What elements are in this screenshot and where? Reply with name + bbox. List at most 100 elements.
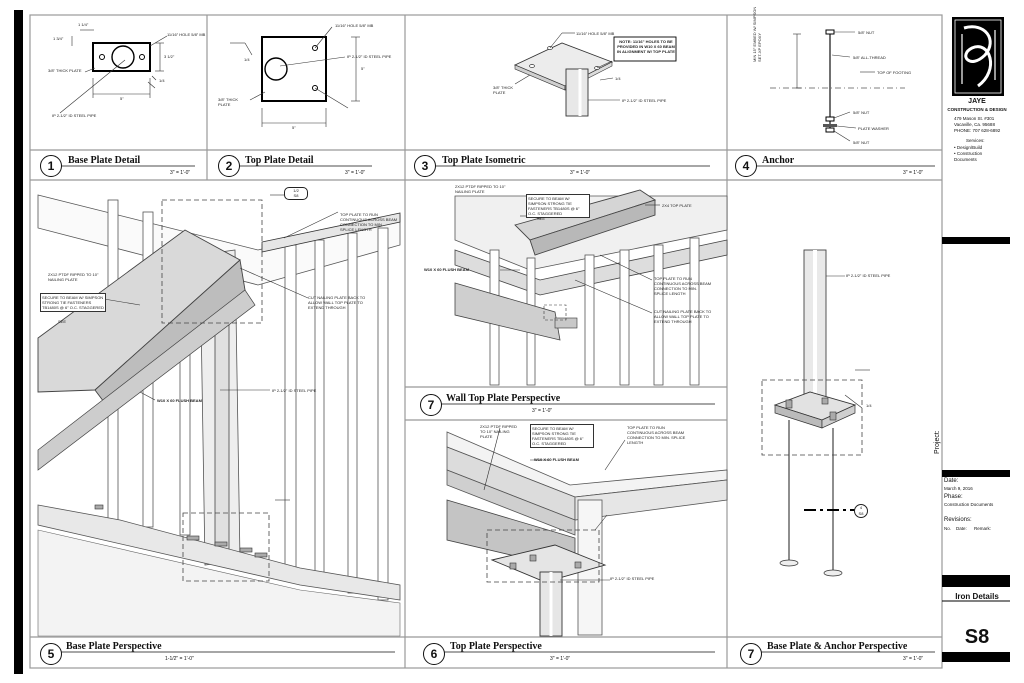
service-item-2: • Construction Documents (954, 151, 983, 162)
service-item-1: • Design/Build (954, 145, 983, 150)
d2-dim-right: 5" (361, 66, 365, 71)
d4-thread: 5/8" ALL-THREAD (853, 55, 886, 60)
d2-pipe-note: IP 2-1/2" ID STEEL PIPE (347, 54, 392, 59)
firm-address-1: 479 Mason St. #301 (954, 116, 995, 121)
service-label: Construction Documents (954, 151, 983, 162)
detail-title-1: Base Plate Detail (68, 155, 141, 166)
detail-number-4: 4 (735, 155, 757, 177)
d7a-beam: W10 X 60 FLUSH BEAM (424, 267, 469, 272)
revision-col-no: No. (944, 526, 952, 531)
top-plate-drawing (230, 26, 360, 127)
d6-beam: W10 X 60 FLUSH BEAM (534, 457, 579, 462)
detail-title-4: Anchor (762, 155, 795, 166)
date-label: Date: (944, 478, 959, 484)
project-label: Project: (934, 430, 941, 454)
detail-scale-7a: 3" = 1'-0" (532, 408, 553, 414)
d7a-nailing: 2X12 PTDF RIPPED TO 10" NAILING PLATE (455, 184, 506, 194)
d7a-cut: CUT NAILING PLATE BACK TO ALLOW WALL TOP… (654, 309, 712, 324)
detail-scale-7b: 3" = 1'-0" (903, 656, 924, 662)
d6-pipe: IP 2-1/2" ID STEEL PIPE (610, 576, 655, 581)
d6-nailing: 2X12 PTDF RIPPED TO 10" NAILING PLATE (480, 424, 517, 439)
service-label: Design/Build (956, 145, 983, 150)
detail-number-1: 1 (40, 155, 62, 177)
d7a-top-plate: TOP PLATE TO RUN CONTINUOUS ACROSS BEAM … (654, 276, 712, 296)
firm-phone: PHONE: 707 628-6892 (954, 128, 1001, 133)
callout-ref-num: 2 (296, 188, 299, 193)
firm-name: JAYE (968, 98, 986, 105)
detail-number-3: 3 (414, 155, 436, 177)
d5-beam: W10 X 60 FLUSH BEAM (157, 398, 202, 403)
d5-secure: SECURE TO BEAM W/ SIMPSON STRONG TIE FAS… (40, 293, 106, 312)
anchor-perspective-7b (761, 249, 870, 577)
d4-nut-mid: 5/8" NUT (853, 110, 870, 115)
detail-number-5: 5 (40, 643, 62, 665)
d1-hole-note: 11/16" HOLE 5/8" MB (167, 32, 206, 37)
detail-title-6: Top Plate Perspective (450, 641, 542, 652)
detail-title-5: Base Plate Perspective (66, 641, 162, 652)
title-underlines (56, 165, 935, 653)
detail-number-7b: 7 (740, 643, 762, 665)
d5-nailing: 2X12 PTDF RIPPED TO 10" NAILING PLATE (48, 272, 99, 282)
d1-dim-left: 1 3/4" (53, 36, 64, 41)
d1-dim-right: 3 1/2" (164, 54, 175, 59)
d3-pipe-note: IP 2-1/2" ID STEEL PIPE (622, 98, 667, 103)
d4-nut-top: 5/8" NUT (858, 30, 875, 35)
revisions-label: Revisions: (944, 517, 972, 523)
detail-title-2: Top Plate Detail (245, 155, 314, 166)
d1-pipe-note: IP 2-1/2" ID STEEL PIPE (52, 113, 97, 118)
firm-address-2: Vacaville, Ca. 95688 (954, 122, 995, 127)
d3-note-box: NOTE: 11/16" HOLES TO BE PROVIDED IN W10… (617, 39, 675, 54)
revision-col-date: Date: (956, 526, 967, 531)
d3-hole-note: 11/16" HOLE 5/8" MB (576, 31, 615, 36)
firm-subtitle: CONSTRUCTION & DESIGN (947, 107, 1007, 112)
detail-number-6: 6 (423, 643, 445, 665)
detail-scale-4: 3" = 1'-0" (903, 170, 924, 176)
date-value: March 9, 2016 (944, 486, 973, 491)
d5-see: SEE (58, 319, 67, 324)
detail-number-2: 2 (218, 155, 240, 177)
callout-sheet-ref: S8 (293, 193, 299, 198)
title-block-graphics (942, 17, 1010, 662)
d1-dim-top: 1 1/4" (78, 22, 89, 27)
detail-number-7a: 7 (420, 394, 442, 416)
detail-title-7b: Base Plate & Anchor Perspective (767, 641, 908, 652)
detail-scale-5: 1-1/2" = 1'-0" (165, 656, 194, 662)
detail-title-7a: Wall Top Plate Perspective (446, 393, 561, 404)
sheet-number: S8 (964, 626, 990, 648)
d3-plate-note: 3/8" THICK PLATE (493, 85, 514, 95)
d1-plate-note: 3/8" THICK PLATE (48, 68, 82, 73)
anchor-drawing (770, 29, 905, 142)
d6-secure: SECURE TO BEAM W/ SIMPSON STRONG TIE FAS… (530, 424, 594, 448)
binding-bar (14, 10, 23, 674)
detail-scale-2: 3" = 1'-0" (345, 170, 366, 176)
detail-title-3: Top Plate Isometric (442, 155, 526, 166)
d1-weld: 1/4 (159, 78, 165, 83)
detail-scale-3: 3" = 1'-0" (570, 170, 591, 176)
d4-nut-bot: 5/8" NUT (853, 140, 870, 145)
frame-grid (29, 14, 943, 669)
wall-perspective-5 (37, 194, 401, 637)
callout-ref-num: 4 (859, 505, 863, 510)
d2-dim-bottom: 5" (292, 125, 296, 130)
detail-scale-1: 3" = 1'-0" (170, 170, 191, 176)
d7a-top: 2X4 TOP PLATE (662, 203, 692, 208)
d1-dim-bottom: 5" (120, 96, 124, 101)
d7b-weld: 1/4 (866, 403, 872, 408)
callout-sheet-ref: S8 (858, 511, 864, 516)
services-heading: Services: (966, 138, 985, 143)
d5-pipe: IP 2-1/2" ID STEEL PIPE (272, 388, 317, 393)
d3-weld: 1/4 (615, 76, 621, 81)
top-plate-perspective-6 (446, 427, 728, 637)
d7a-secure: SECURE TO BEAM W/ SIMPSON STRONG TIE FAS… (526, 194, 590, 218)
d4-washer: PLATE WASHER (858, 126, 889, 131)
d2-plate-note: 3/8" THICK PLATE (218, 97, 239, 107)
detail-scale-6: 3" = 1'-0" (550, 656, 571, 662)
phase-label: Phase: (944, 494, 963, 500)
d2-hole-note: 11/16" HOLE 5/8" MB (335, 23, 374, 28)
base-plate-drawing (59, 29, 168, 114)
d4-footing: TOP OF FOOTING (877, 70, 912, 75)
